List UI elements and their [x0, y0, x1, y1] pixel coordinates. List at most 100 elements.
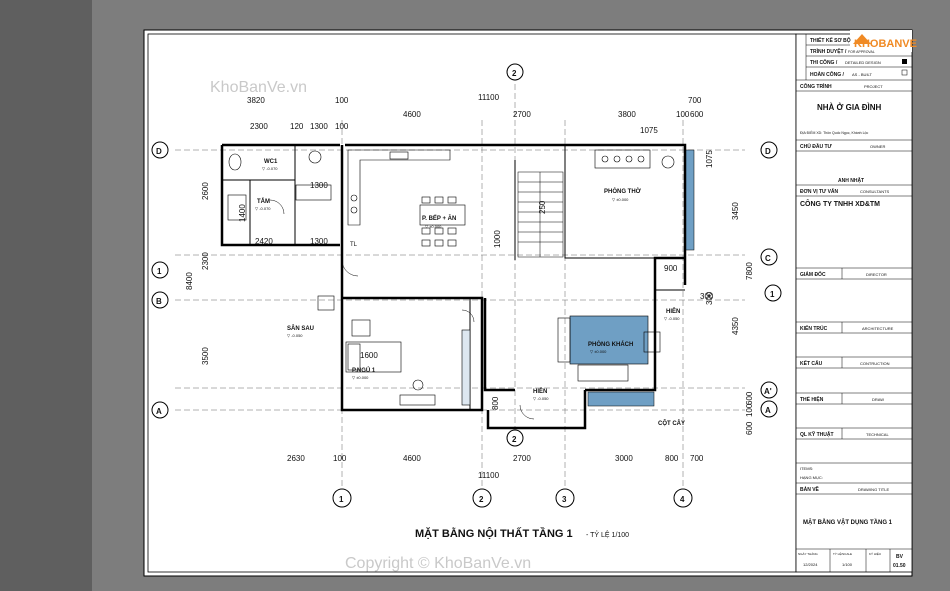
- stage-4-label: HOÀN CÔNG /: [810, 70, 845, 78]
- stage-4-checkbox: [901, 69, 908, 76]
- dim-top-4: 2700: [513, 110, 531, 119]
- dim-top-1075: 1075: [640, 126, 658, 135]
- section-mark-bottom: 2: [506, 429, 524, 447]
- stage-2-label: TRÌNH DUYỆT /: [810, 47, 847, 55]
- date-label: NGÀY THÁNG: [798, 552, 818, 556]
- dim-right-2: 7800: [745, 262, 754, 280]
- khobanve-logo: KHOBANVE: [850, 30, 917, 52]
- drawing-label: BẢN VẼ: [800, 486, 820, 493]
- dim-top2-3: 1300: [310, 122, 328, 131]
- role-technical: QL KỸ THUẬT: [800, 431, 834, 438]
- grid-row-c-right: C: [760, 248, 778, 266]
- sheet-number: 01.50: [893, 563, 906, 569]
- dim-in-2: 2420: [255, 237, 273, 246]
- project-label: CÔNG TRÌNH: [800, 82, 832, 90]
- project-name: NHÀ Ở GIA ĐÌNH: [817, 103, 882, 112]
- label-tl: TL: [350, 242, 358, 248]
- logo-text: KHOBANVE: [854, 38, 917, 50]
- svg-text:1: 1: [770, 290, 775, 299]
- grid-col-1: 1: [332, 488, 352, 508]
- living-room-set: [557, 315, 661, 382]
- dim-bot-1: 2630: [287, 454, 305, 463]
- dim-top2-2: 120: [290, 122, 304, 131]
- svg-text:D: D: [765, 147, 771, 156]
- section-mark-right: 1: [764, 284, 782, 302]
- room-level-wc1: ▽ -0.070: [262, 166, 278, 171]
- stage-2-sub: FOR APPROVAL: [848, 50, 875, 54]
- grid-row-a-right: A: [760, 400, 778, 418]
- dim-top-total: 11100: [478, 93, 500, 102]
- owner-label: CHỦ ĐẦU TƯ: [800, 143, 832, 150]
- svg-text:2: 2: [512, 69, 517, 78]
- label-cot-cay: CỘT CÂY: [658, 419, 685, 427]
- room-level-living: ▽ ±0.000: [590, 349, 607, 354]
- title-block: KHOBANVE THIẾT KẾ SƠ BỘ TRÌNH DUYỆT / FO…: [795, 30, 917, 573]
- watermark-bottom: Copyright © KhoBanVe.vn: [345, 555, 531, 572]
- room-level-porch-2: ▽ -0.050: [533, 396, 549, 401]
- bedroom-furniture: [345, 319, 471, 406]
- consultant-label-en: CONSULTANTS: [860, 189, 890, 194]
- svg-text:A: A: [156, 407, 162, 416]
- grid-row-d-right: D: [760, 141, 778, 159]
- room-name-porch-2: HIÊN: [533, 387, 547, 395]
- dim-bot-6: 800: [665, 454, 679, 463]
- room-name-bedroom: P.NGỦ 1: [352, 367, 376, 374]
- room-level-bedroom: ▽ ±0.000: [352, 375, 369, 380]
- room-name-wc1: WC1: [264, 159, 278, 165]
- role-technical-en: TECHNICAL: [866, 432, 889, 437]
- date-value: 12/2024: [803, 562, 818, 567]
- dim-in-11: 800: [491, 396, 500, 410]
- plan-title: MẶT BẰNG NỘI THẤT TẦNG 1: [415, 527, 573, 540]
- dim-in-9: 300: [705, 291, 714, 305]
- dim-top-6: 700: [688, 96, 702, 105]
- dim-top-1: 3820: [247, 96, 265, 105]
- stage-3-sub: DETAILED DESIGN: [845, 60, 881, 65]
- room-name-living: PHÒNG KHÁCH: [588, 340, 633, 348]
- dim-right-4: 600: [745, 421, 754, 435]
- project-location: ĐỊA ĐIỂM XD: Thôn Quốc Ngọc, Khánh Lộc: [800, 130, 868, 135]
- room-level-kitchen: ▽ ±0.000: [425, 224, 442, 229]
- grid-row-d-left: D: [151, 141, 169, 159]
- dim-in-4: 1400: [238, 204, 247, 222]
- project-label-en: PROJECT: [864, 84, 883, 89]
- grid-col-2: 2: [472, 488, 492, 508]
- room-level-porch-1: ▽ -0.050: [664, 316, 680, 321]
- items-label: ITEMS:: [800, 466, 813, 471]
- dim-in-6: 1000: [493, 230, 502, 248]
- stage-3-label: THI CÔNG /: [810, 58, 838, 66]
- dim-in-5: 1600: [360, 351, 378, 360]
- dimensions: 11100 3820 100 4600 2700 3800 700 2300 1…: [185, 93, 754, 480]
- scale-label: TỶ LỆ/SCALE: [833, 551, 852, 556]
- role-draw: THỂ HIỆN: [800, 395, 824, 403]
- dim-in-1: 1300: [310, 181, 328, 190]
- paper-sheet: [143, 29, 913, 577]
- staircase: [517, 171, 564, 258]
- floor-plan: [175, 75, 745, 490]
- grid-row-a-left: A: [151, 401, 169, 419]
- dim-right-5: 100: [745, 403, 754, 417]
- dim-top2-1: 2300: [250, 122, 268, 131]
- dim-top-2: 100: [335, 96, 349, 105]
- dim-bot-7: 700: [690, 454, 704, 463]
- role-structure: KẾT CẤU: [800, 360, 823, 367]
- dining-table: [419, 196, 466, 247]
- grid-row-b-left: B: [151, 291, 169, 309]
- dim-top2-4: 100: [335, 122, 349, 131]
- dim-in-10: 300: [700, 292, 714, 301]
- room-name-tam: TẮM: [257, 197, 270, 205]
- dim-bot-total: 11100: [478, 471, 500, 480]
- svg-text:D: D: [156, 147, 162, 156]
- scale-value: 1/100: [842, 562, 853, 567]
- section-mark-left: 1: [151, 261, 169, 279]
- grid-row-a-prime-right: A': [760, 381, 778, 399]
- svg-text:2: 2: [512, 435, 517, 444]
- dim-in-7: 250: [538, 200, 547, 214]
- dim-in-8: 900: [664, 264, 678, 273]
- svg-text:4: 4: [680, 495, 685, 504]
- svg-text:C: C: [765, 254, 771, 263]
- dim-right-1075: 1075: [705, 150, 714, 168]
- svg-text:A: A: [765, 406, 771, 415]
- room-level-tam: ▽ -0.070: [255, 206, 271, 211]
- room-name-backyard: SÂN SAU: [287, 325, 314, 332]
